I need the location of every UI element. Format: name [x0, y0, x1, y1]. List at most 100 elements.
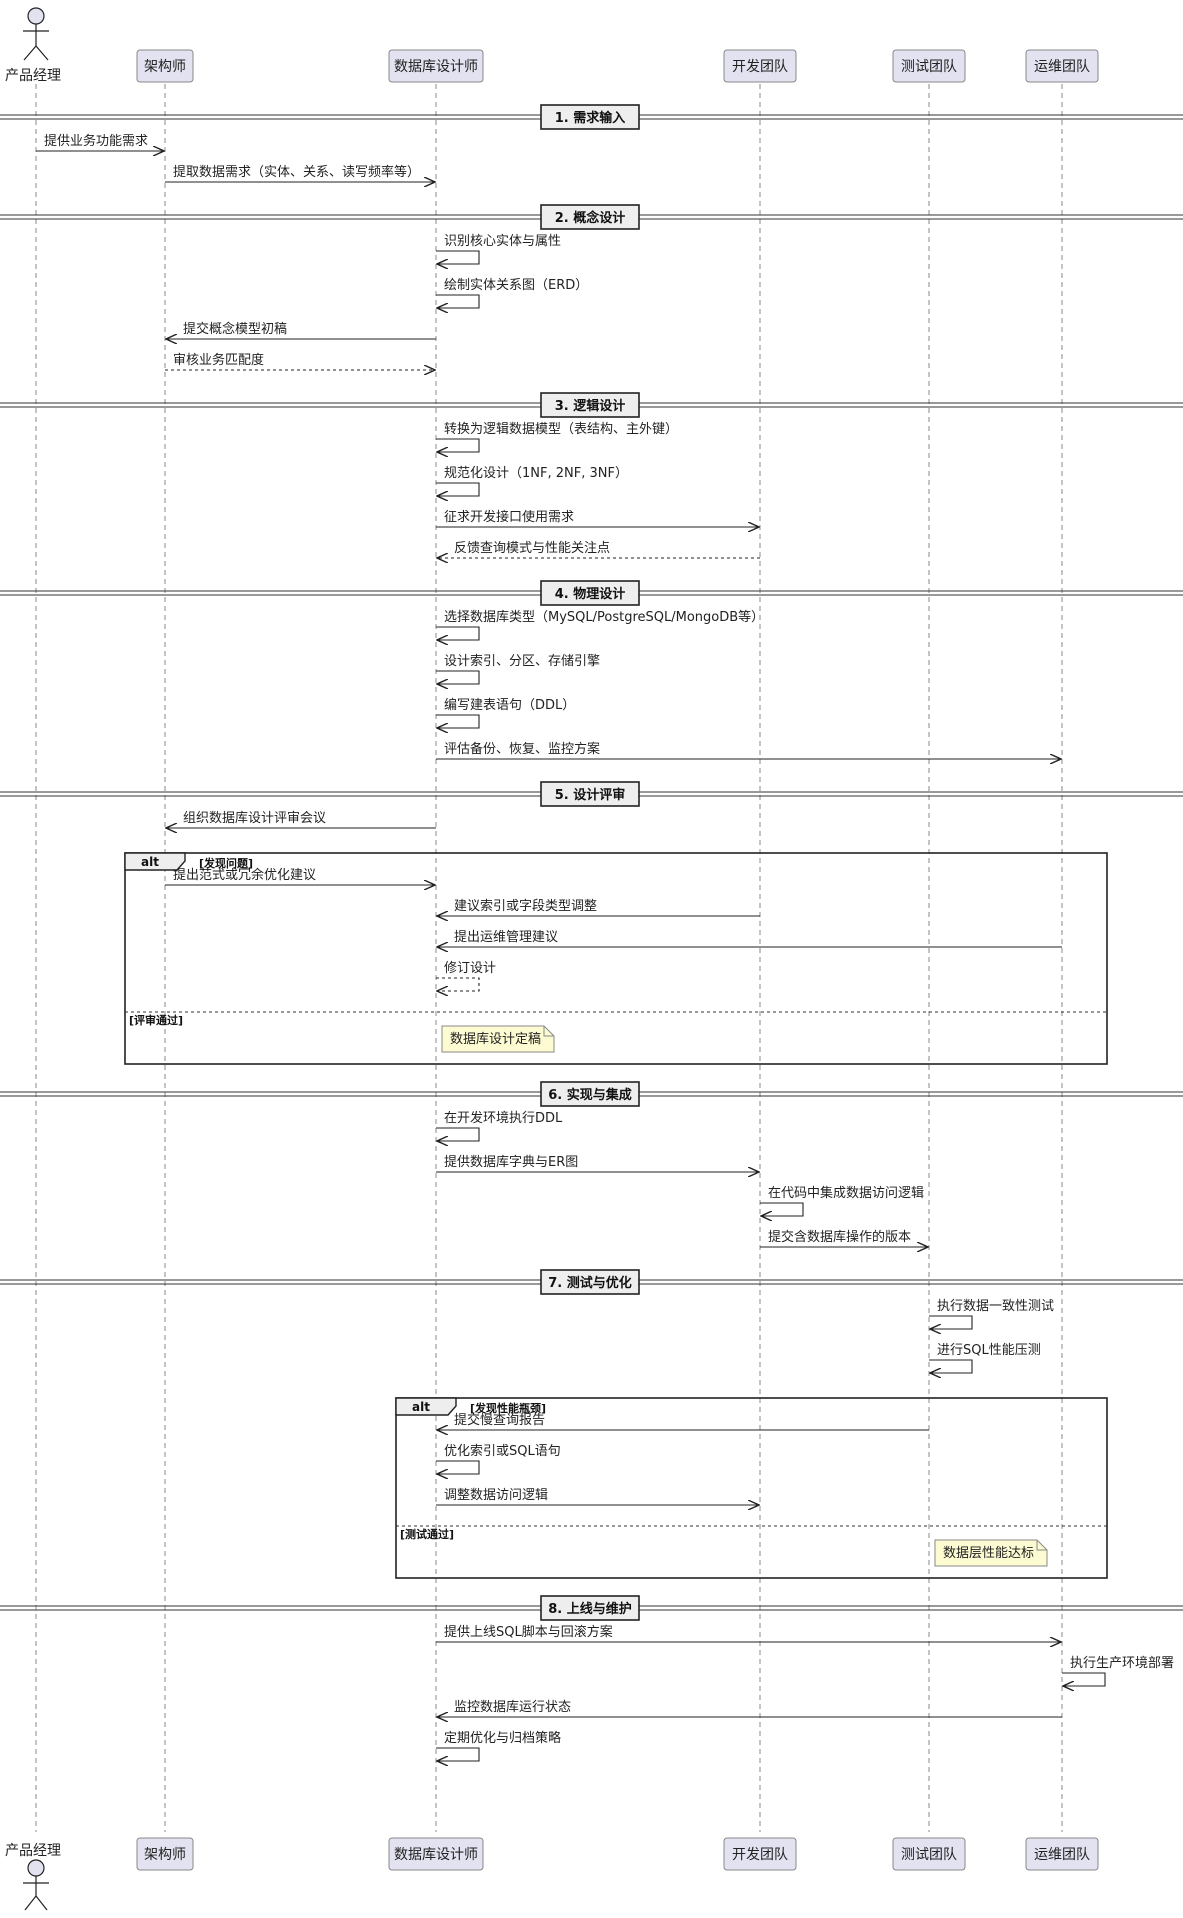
self-message-arrow — [436, 1747, 480, 1761]
note: 数据层性能达标 — [934, 1539, 1048, 1567]
self-message-arrow — [436, 626, 480, 640]
message[interactable]: 建议索引或字段类型调整 — [437, 899, 760, 916]
section-divider: 2. 概念设计 — [0, 204, 1183, 230]
participant-arch-top[interactable]: 架构师 — [136, 49, 194, 83]
alt-frame — [124, 852, 1108, 1065]
self-message-arrow — [436, 714, 480, 728]
message-label: 转换为逻辑数据模型（表结构、主外键） — [444, 422, 678, 437]
self-message[interactable]: 定期优化与归档策略 — [436, 1730, 561, 1761]
participant-box — [388, 49, 484, 83]
section-title: 4. 物理设计 — [555, 586, 626, 602]
alt-guard: [评审通过] — [129, 1013, 183, 1027]
message-label: 识别核心实体与属性 — [444, 234, 561, 249]
alt-fragment: [发现问题]提出范式或冗余优化建议建议索引或字段类型调整提出运维管理建议修订设计… — [124, 852, 1108, 1065]
lifelines — [35, 84, 1063, 1832]
message[interactable]: 提供上线SQL脚本与回滚方案 — [436, 1624, 1061, 1642]
participant-box — [892, 49, 966, 83]
alt-guard: [发现问题] — [199, 856, 253, 870]
participant-box — [388, 1837, 484, 1871]
note-text: 数据层性能达标 — [943, 1546, 1034, 1561]
participant-label: 数据库设计师 — [394, 1847, 478, 1863]
message-label: 修订设计 — [444, 961, 496, 976]
participant-box — [1025, 49, 1099, 83]
message[interactable]: 提交慢查询报告 — [437, 1412, 929, 1430]
message[interactable]: 反馈查询模式与性能关注点 — [437, 541, 760, 558]
participant-qa-bottom[interactable]: 测试团队 — [892, 1837, 966, 1871]
message-label: 在代码中集成数据访问逻辑 — [768, 1185, 924, 1201]
participant-ops-top[interactable]: 运维团队 — [1025, 49, 1099, 83]
alt-guard: [测试通过] — [400, 1527, 454, 1541]
self-message-arrow — [436, 670, 480, 684]
participant-label: 开发团队 — [732, 59, 788, 75]
message-label: 执行数据一致性测试 — [937, 1299, 1054, 1314]
self-message[interactable]: 在开发环境执行DDL — [436, 1110, 563, 1141]
message-label: 设计索引、分区、存储引擎 — [444, 654, 600, 669]
self-message[interactable]: 在代码中集成数据访问逻辑 — [760, 1185, 924, 1216]
participant-label: 开发团队 — [732, 1847, 788, 1863]
self-message-arrow — [929, 1315, 973, 1329]
message-label: 调整数据访问逻辑 — [444, 1488, 548, 1503]
self-message[interactable]: 转换为逻辑数据模型（表结构、主外键） — [436, 422, 678, 452]
message[interactable]: 提出运维管理建议 — [437, 929, 1062, 947]
message-label: 组织数据库设计评审会议 — [183, 810, 326, 826]
section-divider: 5. 设计评审 — [0, 781, 1183, 807]
section-divider: 4. 物理设计 — [0, 580, 1183, 606]
message-label: 建议索引或字段类型调整 — [454, 899, 597, 914]
message-label: 执行生产环境部署 — [1070, 1656, 1174, 1671]
message[interactable]: 提供数据库字典与ER图 — [436, 1154, 759, 1172]
participant-label: 测试团队 — [901, 59, 957, 75]
self-message-arrow — [436, 294, 480, 308]
message[interactable]: 提供业务功能需求 — [36, 133, 164, 151]
self-message[interactable]: 优化索引或SQL语句 — [436, 1444, 561, 1474]
message[interactable]: 提取数据需求（实体、关系、读写频率等） — [165, 164, 435, 182]
self-message[interactable]: 编写建表语句（DDL） — [436, 698, 575, 728]
actor-pm-top[interactable]: 产品经理 — [5, 7, 61, 84]
message[interactable]: 提交含数据库操作的版本 — [760, 1229, 928, 1247]
self-message[interactable]: 进行SQL性能压测 — [929, 1343, 1041, 1373]
message-label: 提供数据库字典与ER图 — [444, 1154, 578, 1170]
participant-arch-bottom[interactable]: 架构师 — [136, 1837, 194, 1871]
actor-pm-bottom[interactable]: 产品经理 — [5, 1843, 61, 1911]
self-message[interactable]: 规范化设计（1NF, 2NF, 3NF） — [436, 466, 628, 496]
participant-box — [723, 1837, 797, 1871]
self-message[interactable]: 执行生产环境部署 — [1062, 1656, 1174, 1686]
message[interactable]: 组织数据库设计评审会议 — [166, 810, 436, 828]
participant-dba-top[interactable]: 数据库设计师 — [388, 49, 484, 83]
message[interactable]: 提交概念模型初稿 — [166, 321, 436, 339]
participant-dev-bottom[interactable]: 开发团队 — [723, 1837, 797, 1871]
message-label: 审核业务匹配度 — [173, 352, 264, 368]
message[interactable]: 评估备份、恢复、监控方案 — [436, 741, 1061, 759]
message[interactable]: 审核业务匹配度 — [165, 352, 435, 370]
participant-dev-top[interactable]: 开发团队 — [723, 49, 797, 83]
participant-box — [1025, 1837, 1099, 1871]
self-message-arrow — [1062, 1672, 1106, 1686]
message[interactable]: 监控数据库运行状态 — [437, 1699, 1062, 1717]
message-label: 选择数据库类型（MySQL/PostgreSQL/MongoDB等） — [444, 609, 764, 625]
self-message[interactable]: 选择数据库类型（MySQL/PostgreSQL/MongoDB等） — [436, 609, 764, 640]
message-label: 征求开发接口使用需求 — [444, 509, 574, 525]
section-title: 7. 测试与优化 — [548, 1275, 632, 1291]
message-label: 监控数据库运行状态 — [454, 1699, 571, 1715]
participant-ops-bottom[interactable]: 运维团队 — [1025, 1837, 1099, 1871]
self-message[interactable]: 绘制实体关系图（ERD） — [436, 278, 588, 308]
section-title: 3. 逻辑设计 — [555, 398, 626, 414]
message-label: 提交慢查询报告 — [454, 1412, 545, 1428]
message[interactable]: 提出范式或冗余优化建议 — [165, 867, 435, 885]
self-message[interactable]: 设计索引、分区、存储引擎 — [436, 654, 600, 684]
message-label: 提出范式或冗余优化建议 — [173, 867, 316, 883]
self-message[interactable]: 修订设计 — [436, 961, 496, 991]
message[interactable]: 征求开发接口使用需求 — [436, 509, 759, 527]
participant-qa-top[interactable]: 测试团队 — [892, 49, 966, 83]
self-message[interactable]: 识别核心实体与属性 — [436, 234, 561, 264]
participant-dba-bottom[interactable]: 数据库设计师 — [388, 1837, 484, 1871]
message[interactable]: 调整数据访问逻辑 — [436, 1488, 759, 1505]
section-divider: 1. 需求输入 — [0, 104, 1183, 130]
alt-guard: [发现性能瓶颈] — [470, 1401, 546, 1415]
participant-box — [136, 49, 194, 83]
alt-frame — [395, 1397, 1108, 1579]
section-divider: 8. 上线与维护 — [0, 1595, 1183, 1621]
participant-label: 架构师 — [144, 59, 186, 75]
self-message[interactable]: 执行数据一致性测试 — [929, 1299, 1054, 1329]
